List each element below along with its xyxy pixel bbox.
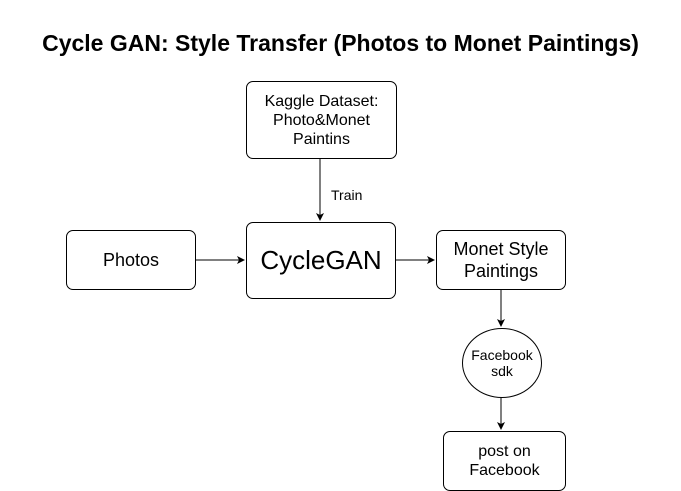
facebook-sdk-node: Facebook sdk (462, 328, 542, 398)
kaggle-dataset-node: Kaggle Dataset: Photo&Monet Paintins (246, 81, 397, 159)
diagram-title: Cycle GAN: Style Transfer (Photos to Mon… (42, 30, 639, 56)
post-on-facebook-node: post on Facebook (443, 431, 566, 491)
cyclegan-node: CycleGAN (246, 222, 396, 299)
photos-node: Photos (66, 230, 196, 290)
train-edge-label: Train (331, 187, 363, 203)
monet-style-paintings-node: Monet Style Paintings (436, 230, 566, 290)
